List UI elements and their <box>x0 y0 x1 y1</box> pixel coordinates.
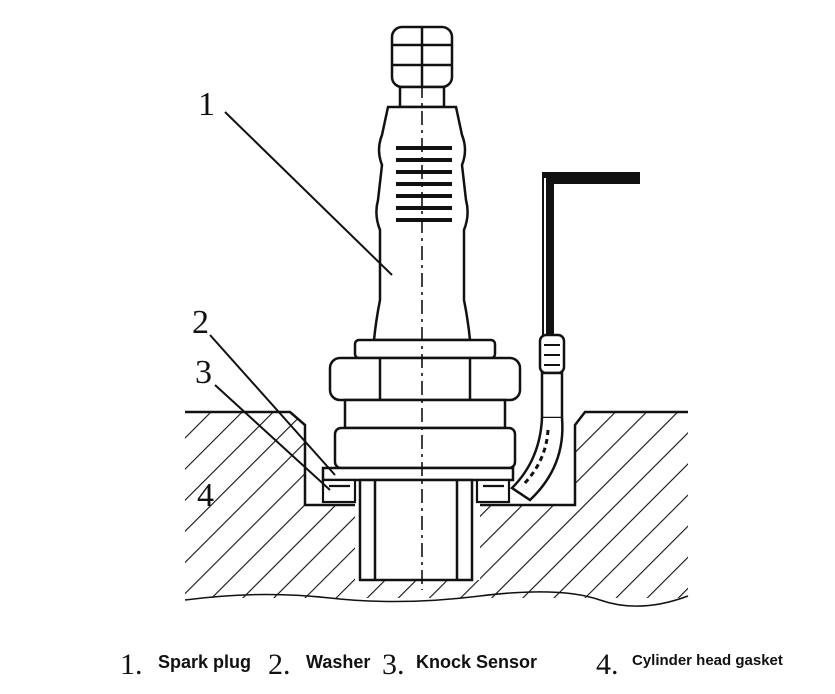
legend-label-cylinder-head-gasket: Cylinder head gasket <box>632 652 783 669</box>
callout-3: 3 <box>195 354 212 391</box>
legend-label-knock-sensor: Knock Sensor <box>416 652 538 672</box>
cylinder-head-block <box>184 410 689 607</box>
legend-num-2: 2. <box>268 648 291 681</box>
callout-1: 1 <box>198 86 215 123</box>
legend-label-spark-plug: Spark plug <box>158 652 252 672</box>
callout-4: 4 <box>197 477 214 514</box>
leader-lines <box>209 111 393 491</box>
legend-num-3: 3. <box>382 648 405 681</box>
knock-sensor <box>321 478 511 504</box>
legend-num-4: 4. <box>596 648 619 681</box>
legend-num-1: 1. <box>120 648 143 681</box>
callout-2: 2 <box>192 304 209 341</box>
legend-label-washer: Washer <box>306 652 371 672</box>
sensor-wire <box>510 172 640 502</box>
legend: 1. Spark plug 2. Washer 3. Knock Sensor … <box>120 644 820 688</box>
